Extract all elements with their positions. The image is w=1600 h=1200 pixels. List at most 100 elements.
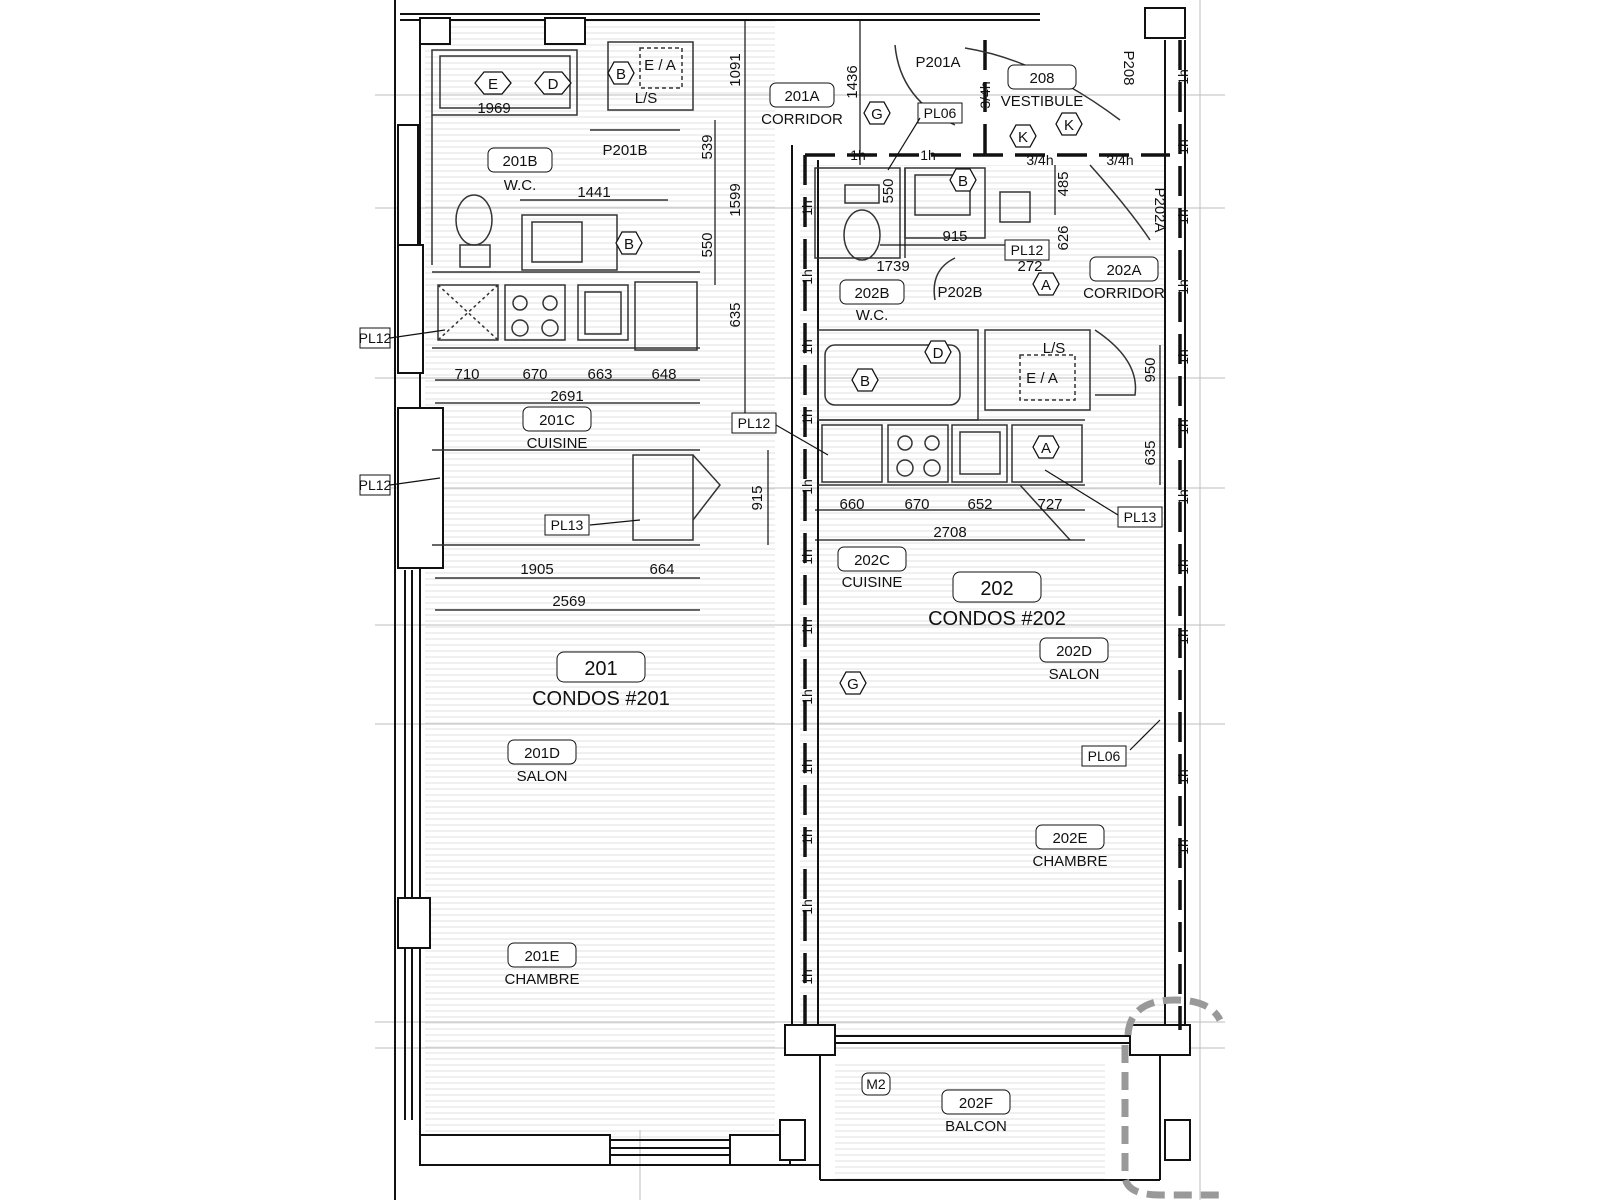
room-number: 201E: [524, 948, 559, 965]
room-name: CONDOS #202: [928, 608, 1066, 630]
dimension-text: 635: [727, 302, 744, 327]
room-name: CUISINE: [842, 574, 903, 591]
symbol-label: B: [624, 236, 634, 253]
rating-text: 1h: [799, 759, 815, 775]
dimension-text: 626: [1055, 225, 1072, 250]
rating-text: 3/4h: [977, 81, 993, 108]
room-name: W.C.: [856, 307, 889, 324]
floor-hatch-201: [425, 20, 775, 1140]
dimension-text: 539: [699, 134, 716, 159]
room-202f-label: 202F BALCON: [941, 1089, 1011, 1135]
symbol-label: B: [860, 373, 870, 390]
dimension-text: 648: [651, 366, 676, 383]
symbol-label: D: [933, 345, 944, 362]
symbol-label: K: [1064, 117, 1074, 134]
room-number: 202A: [1106, 262, 1141, 279]
leader-lines: [389, 117, 1161, 751]
room-number: 202: [980, 578, 1013, 600]
rating-text: 1h: [799, 479, 815, 495]
room-number: 201B: [502, 153, 537, 170]
tag-label: PL12: [738, 415, 771, 431]
rating-text: 1h: [799, 899, 815, 915]
dimension-text: 272: [1017, 258, 1042, 275]
hex-symbols: E D B E / A L/S B G K K B A D L/S E / A …: [474, 57, 1083, 695]
dimension-text: 1091: [727, 53, 744, 86]
room-number: 201A: [784, 88, 819, 105]
tag-label: PL13: [1124, 509, 1157, 525]
symbol-label: A: [1041, 277, 1051, 294]
door-label: P202B: [937, 284, 982, 301]
rating-text: 1h: [1175, 769, 1191, 785]
dimension-text: 670: [522, 366, 547, 383]
room-number: 201C: [539, 412, 575, 429]
rating-text: 1h: [920, 147, 936, 163]
dimension-text: 670: [904, 496, 929, 513]
room-name: SALON: [1049, 666, 1100, 683]
dimension-text: 2708: [933, 524, 966, 541]
dimension-text: 1739: [876, 258, 909, 275]
tag-label: PL06: [1088, 748, 1121, 764]
rating-text: 1h: [1175, 559, 1191, 575]
dimension-text: 1441: [577, 184, 610, 201]
symbol-label: E: [488, 76, 498, 93]
rating-text: 1h: [1175, 69, 1191, 85]
dimension-text: 485: [1055, 171, 1072, 196]
rating-text: 1h: [799, 549, 815, 565]
rating-text: 1h: [799, 269, 815, 285]
room-201d-label: 201D SALON: [507, 739, 577, 785]
room-number: 202C: [854, 552, 890, 569]
room-201e-label: 201E CHAMBRE: [504, 942, 580, 988]
dimension-text: 915: [942, 228, 967, 245]
door-label: P201B: [602, 142, 647, 159]
symbol-label: L/S: [635, 90, 658, 107]
dimension-text: 2691: [550, 388, 583, 405]
rating-text: 1h: [1175, 139, 1191, 155]
symbol-label: G: [871, 106, 883, 123]
dimension-text: 1599: [727, 183, 744, 216]
door-label: P201A: [915, 54, 960, 71]
rating-text: 1h: [799, 829, 815, 845]
dimension-text: 1905: [520, 561, 553, 578]
rating-text: 1h: [850, 147, 866, 163]
room-name: CHAMBRE: [504, 971, 579, 988]
room-202d-label: 202D SALON: [1039, 637, 1109, 683]
room-number: 202E: [1052, 830, 1087, 847]
tag-label: PL13: [551, 517, 584, 533]
rating-text: 1h: [799, 339, 815, 355]
symbol-label: L/S: [1043, 340, 1066, 357]
rating-text: 1h: [1175, 629, 1191, 645]
symbol-label: K: [1018, 129, 1028, 146]
dimension-text: 663: [587, 366, 612, 383]
room-name: CORRIDOR: [1083, 285, 1165, 302]
room-201-label: 201 CONDOS #201: [532, 651, 670, 710]
dimension-text: 664: [649, 561, 674, 578]
rating-text: 1h: [799, 689, 815, 705]
room-201c-label: 201C CUISINE: [522, 406, 592, 452]
dimension-text: 915: [749, 485, 766, 510]
revision-cloud: [1121, 996, 1225, 1199]
material-tags: PL06 PL12 PL12 PL13 PL13 PL06 PL12 PL12 …: [359, 102, 1163, 1096]
dimension-text: 727: [1037, 496, 1062, 513]
dimension-text: 660: [839, 496, 864, 513]
tag-label: PL06: [924, 105, 957, 121]
symbol-label: B: [616, 66, 626, 83]
dimension-text: 1436: [844, 65, 861, 98]
rating-text: 1h: [1175, 349, 1191, 365]
dimension-text: 1969: [477, 100, 510, 117]
tag-label: PL12: [1011, 242, 1044, 258]
room-name: CUISINE: [527, 435, 588, 452]
rating-text: 1h: [799, 409, 815, 425]
dimension-values: 1969 1441 539 1599 550 635 1091 1436 710…: [454, 53, 1159, 610]
rating-text: 3/4h: [1026, 152, 1053, 168]
rating-text: 3/4h: [1106, 152, 1133, 168]
symbol-label: E / A: [644, 57, 676, 74]
symbol-label: D: [548, 76, 559, 93]
door-label: P208: [1120, 50, 1137, 85]
room-name: VESTIBULE: [1001, 93, 1084, 110]
rating-text: 1h: [1175, 419, 1191, 435]
rating-text: 1h: [1175, 489, 1191, 505]
fire-ratings: 1h 1h 3/4h 3/4h 3/4h 1h 1h 1h 1h 1h 1h 1…: [799, 69, 1191, 985]
room-name: SALON: [517, 768, 568, 785]
tag-label: M2: [866, 1076, 886, 1092]
